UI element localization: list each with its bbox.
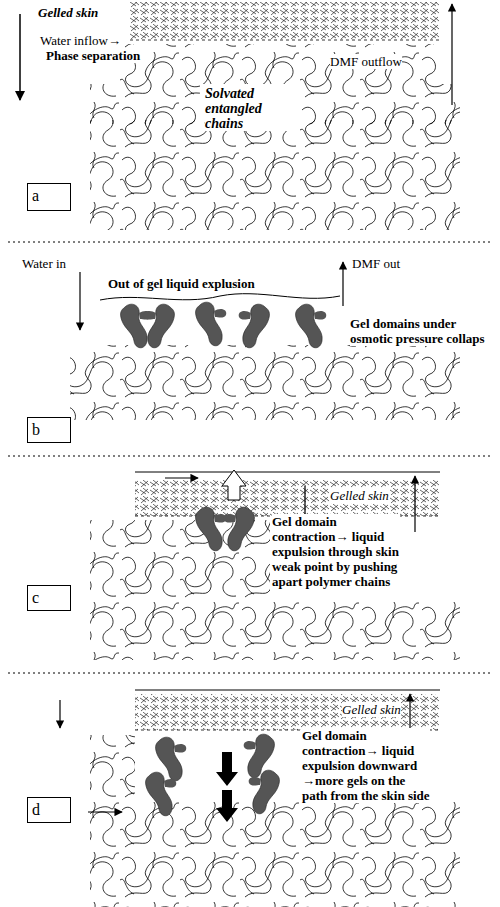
annotation-label: DMF out xyxy=(352,256,400,271)
up-arrow xyxy=(414,476,415,532)
down-arrow xyxy=(79,272,80,330)
annotation-label: Water inflow→ xyxy=(40,33,121,48)
polymer-chains xyxy=(120,44,440,84)
gel-domain xyxy=(146,772,177,816)
gel-domain xyxy=(296,304,327,348)
panel-separator xyxy=(8,673,492,674)
gel-domain xyxy=(249,770,280,814)
polymer-chains xyxy=(90,800,460,907)
panel-letter-box: c xyxy=(27,585,71,611)
surface-line xyxy=(135,472,440,473)
panel-letter: c xyxy=(32,588,66,608)
surface-line xyxy=(135,690,440,691)
up-arrow xyxy=(342,262,343,306)
panel-separator xyxy=(8,456,492,457)
solid-down-arrow xyxy=(216,790,238,822)
down-arrow xyxy=(19,14,21,100)
annotation-label: Gelled skin xyxy=(330,488,389,503)
annotation-label: Solvated entangled chains xyxy=(205,86,300,131)
annotation-label: Gelled skin xyxy=(38,5,98,20)
panel-d-art xyxy=(60,690,460,907)
panel-a-art xyxy=(20,2,460,230)
gel-domain xyxy=(224,507,255,551)
skin-boundary xyxy=(130,40,440,41)
annotation-label: Out of gel liquid explusion xyxy=(108,276,255,291)
panel-letter: d xyxy=(32,800,66,820)
gel-domain xyxy=(239,304,270,348)
solid-down-arrow xyxy=(216,752,238,786)
right-arrow xyxy=(88,811,122,812)
polymer-chain xyxy=(100,294,340,300)
gelled-skin-band xyxy=(135,480,440,516)
panel-separator xyxy=(8,242,492,243)
annotation-label: Gel domain contraction→ liquid expulsion… xyxy=(302,728,430,803)
annotation-label: Gel domain contraction→ liquid expulsion… xyxy=(272,514,400,589)
annotation-label: Water in xyxy=(22,256,66,271)
polymer-chains xyxy=(90,120,460,230)
hollow-up-arrow xyxy=(222,470,246,500)
gelled-skin-band xyxy=(135,694,440,730)
polymer-chains xyxy=(90,520,270,660)
panel-c-art xyxy=(90,470,460,660)
polymer-chains xyxy=(90,84,200,124)
gel-domain xyxy=(196,302,227,346)
annotation-label: DMF outflow xyxy=(330,54,402,69)
panel-letter-box: b xyxy=(27,417,71,443)
polymer-chains xyxy=(300,84,460,124)
gel-domain xyxy=(144,304,175,348)
polymer-chains xyxy=(90,735,135,800)
gelled-skin-band xyxy=(130,2,440,40)
annotation-label: Gel domains under osmotic pressure colla… xyxy=(350,316,485,346)
right-arrow xyxy=(165,477,198,478)
polymer-chains xyxy=(270,600,460,660)
panel-letter: a xyxy=(32,186,66,206)
panel-letter: b xyxy=(32,420,66,440)
panel-letter-box: a xyxy=(27,183,71,211)
up-arrow xyxy=(451,4,452,105)
gel-domain xyxy=(196,507,227,551)
annotation-label: Phase separation xyxy=(46,48,140,63)
panel-letter-box: d xyxy=(27,797,71,823)
down-arrow xyxy=(59,700,60,728)
gel-domain xyxy=(121,304,152,348)
annotation-label: Gelled skin xyxy=(342,702,401,717)
polymer-chains xyxy=(70,345,460,420)
